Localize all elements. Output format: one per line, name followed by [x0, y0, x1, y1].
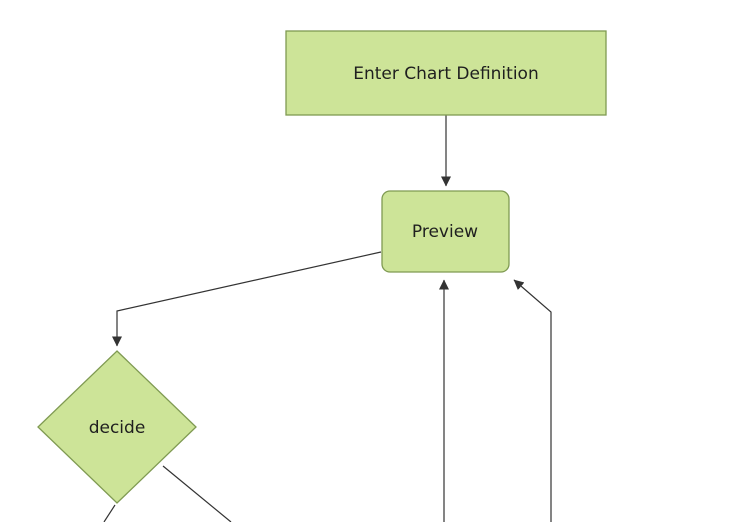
- preview-box: [381, 190, 510, 273]
- preview-label: Preview: [412, 222, 478, 242]
- decide-label: decide: [89, 418, 146, 438]
- enter-chart-definition-box: [285, 30, 607, 116]
- node-enter-chart-definition: Enter Chart Definition: [285, 30, 607, 116]
- decide-diamond: [37, 350, 197, 504]
- edge-layer: [103, 115, 552, 522]
- enter-chart-definition-label: Enter Chart Definition: [353, 64, 538, 84]
- node-decide: decide: [37, 350, 197, 504]
- edge-preview-to-decide: [112, 251, 382, 347]
- edge-decide-to-bottom-right: [162, 465, 232, 522]
- edge-decide-to-bottom-left: [103, 504, 116, 522]
- edge-bottom-right-to-preview: [513, 279, 552, 522]
- node-preview: Preview: [381, 190, 510, 273]
